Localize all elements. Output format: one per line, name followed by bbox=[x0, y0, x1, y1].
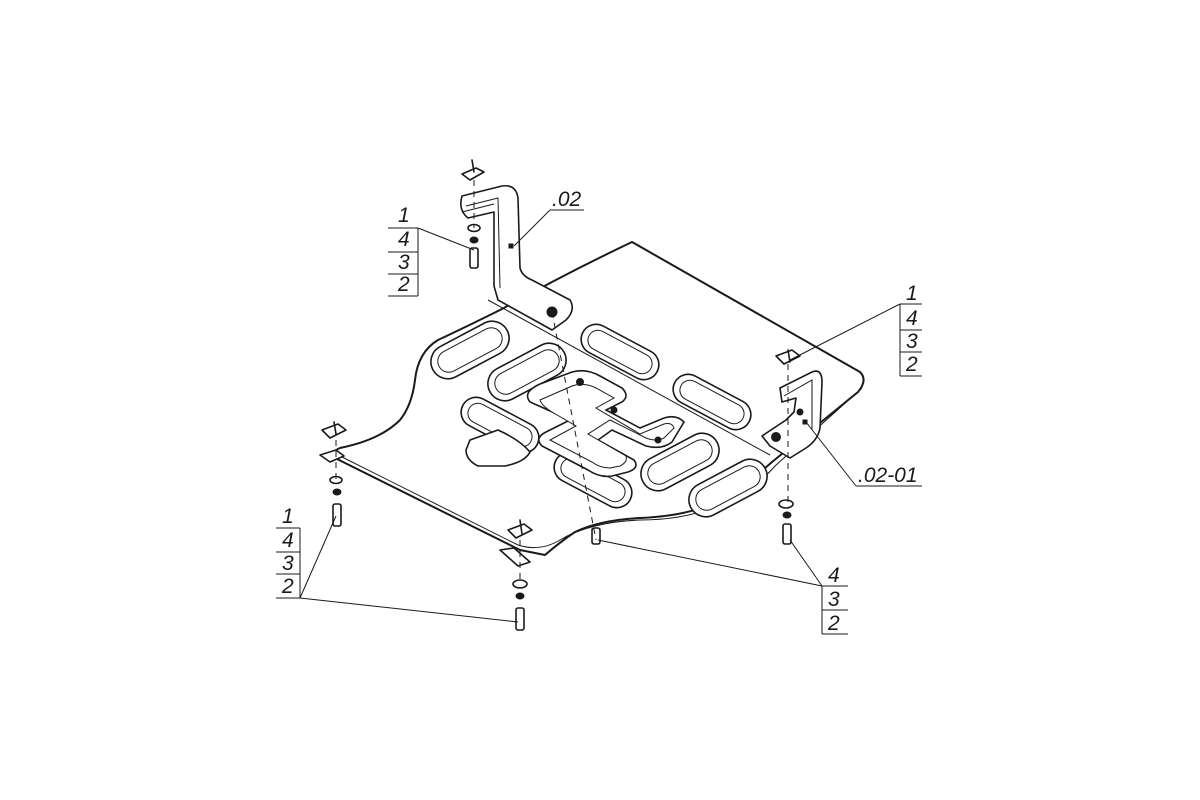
bolt-icon bbox=[782, 523, 792, 545]
spring-washer-icon bbox=[515, 592, 525, 600]
callout-label-bracket-02-01: .02-01 bbox=[858, 464, 918, 487]
ventilation-slots bbox=[430, 320, 768, 518]
tab-icon bbox=[499, 547, 531, 567]
fastener-stack-bottom bbox=[499, 519, 533, 631]
fastener-stack-top bbox=[461, 159, 485, 269]
spring-washer-icon bbox=[469, 236, 479, 244]
washer-icon bbox=[778, 499, 794, 509]
bracket-02-01 bbox=[761, 370, 823, 459]
callout-bracket-02: .02 bbox=[513, 188, 584, 247]
access-window bbox=[465, 429, 531, 467]
callout-label: 1 bbox=[398, 204, 410, 227]
skid-plate-bend-line bbox=[487, 299, 771, 456]
bracket-02-01-fold bbox=[783, 379, 813, 430]
fastener-stack-right bbox=[775, 349, 804, 545]
callout-top-left: 1 4 3 2 bbox=[388, 204, 475, 297]
slot bbox=[430, 320, 510, 380]
spring-washer-icon bbox=[332, 488, 342, 496]
washer-icon bbox=[512, 579, 528, 589]
bracket-02-body bbox=[460, 184, 574, 331]
bolt-icon bbox=[469, 247, 479, 269]
slot bbox=[688, 458, 768, 518]
bolt-icon bbox=[515, 607, 525, 631]
callout-label: 3 bbox=[398, 251, 410, 274]
slot bbox=[460, 396, 540, 454]
rivet bbox=[610, 406, 618, 414]
callout-label: 2 bbox=[281, 575, 294, 598]
nut-plate-icon bbox=[507, 523, 533, 539]
bracket-02-01-hole bbox=[771, 432, 781, 442]
serpentine-slot-inner bbox=[539, 383, 675, 469]
bracket-02-fold bbox=[465, 197, 501, 289]
callout-bracket-02-01: .02-01 bbox=[805, 421, 922, 487]
fastener-stack-left bbox=[319, 421, 347, 527]
callout-label: 3 bbox=[906, 330, 918, 353]
callout-label: 2 bbox=[827, 612, 840, 635]
slot bbox=[580, 323, 660, 381]
callout-label: 1 bbox=[282, 505, 294, 528]
callout-right: 1 4 3 2 bbox=[789, 282, 922, 377]
bracket-02-01-mark bbox=[802, 419, 808, 425]
bracket-02 bbox=[460, 184, 574, 331]
spring-washer-icon bbox=[782, 511, 792, 519]
axis-lines bbox=[335, 180, 789, 584]
bolt-icon bbox=[332, 503, 342, 527]
nut-plate-icon bbox=[461, 167, 485, 181]
callout-label: 4 bbox=[906, 307, 918, 330]
callout-label: 2 bbox=[397, 273, 410, 296]
callout-left: 1 4 3 2 bbox=[276, 505, 519, 623]
callout-label: 3 bbox=[828, 588, 840, 611]
rivet bbox=[796, 408, 804, 416]
nut-plate-icon bbox=[775, 349, 801, 365]
callout-label: 3 bbox=[282, 552, 294, 575]
callout-bottom: 4 3 2 bbox=[597, 539, 848, 635]
callout-label: 4 bbox=[282, 529, 294, 552]
nut-plate-icon bbox=[321, 423, 347, 439]
slot bbox=[672, 373, 752, 431]
tab-icon bbox=[319, 449, 345, 463]
bracket-02-mark bbox=[508, 243, 514, 249]
callout-label: 4 bbox=[828, 564, 840, 587]
rivet bbox=[576, 378, 584, 386]
callout-label: 1 bbox=[906, 282, 918, 305]
slot bbox=[640, 432, 720, 492]
callout-label: 4 bbox=[398, 228, 410, 251]
plate-center-bolt bbox=[591, 527, 601, 545]
bolt-icon bbox=[591, 527, 601, 545]
callout-label-bracket-02: .02 bbox=[552, 188, 582, 211]
skid-plate bbox=[332, 241, 865, 556]
callout-label: 2 bbox=[905, 353, 918, 376]
rivet bbox=[654, 436, 662, 444]
